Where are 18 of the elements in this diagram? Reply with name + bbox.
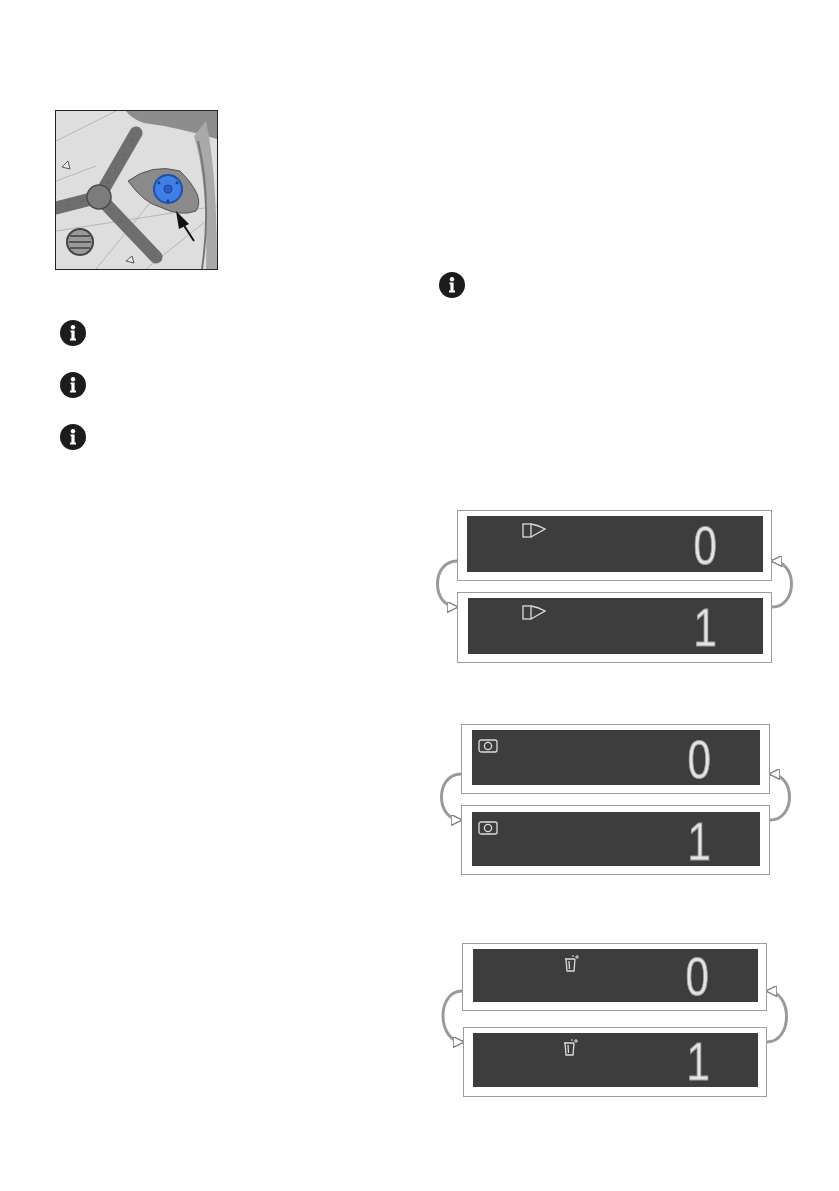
curved-arrow <box>440 772 463 825</box>
display-frame <box>462 943 767 1011</box>
curved-arrow <box>770 556 793 609</box>
curved-arrow <box>765 986 788 1044</box>
curved-arrow <box>436 559 459 612</box>
display-digit: 1 <box>687 819 711 863</box>
display-frame <box>461 805 770 875</box>
display-digit: 0 <box>693 523 717 567</box>
display-frame <box>457 592 772 663</box>
display-frame <box>457 510 772 581</box>
curved-arrow <box>768 769 791 822</box>
display-frame <box>463 1027 767 1097</box>
curved-arrow <box>441 989 465 1047</box>
display-frame <box>461 724 770 794</box>
display-digit: 0 <box>685 954 709 998</box>
display-digit: 0 <box>687 737 711 781</box>
display-digit: 1 <box>693 605 717 649</box>
display-digit: 1 <box>686 1039 710 1083</box>
